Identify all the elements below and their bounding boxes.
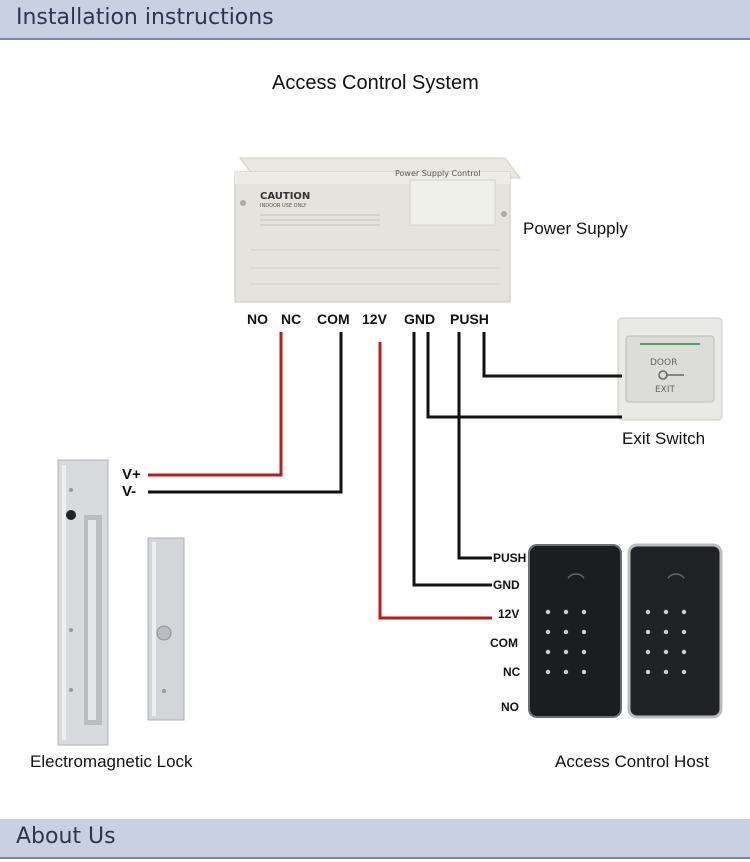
wires xyxy=(148,332,622,620)
keypad-key xyxy=(681,609,687,615)
psu-box-title: Power Supply Control xyxy=(395,169,480,178)
footer-bar: About Us xyxy=(0,819,750,859)
keypad-key xyxy=(663,609,669,615)
keypad-key xyxy=(563,629,569,635)
keypad-key xyxy=(563,609,569,615)
terminal-gnd: GND xyxy=(404,311,436,327)
host-terminal-gnd: GND xyxy=(493,578,520,592)
label-electromagnetic-lock: Electromagnetic Lock xyxy=(30,752,193,771)
keypad-key xyxy=(545,629,551,635)
label-access-control-host: Access Control Host xyxy=(555,752,709,771)
footer-title: About Us xyxy=(16,824,116,849)
wire-nc-to-vplus xyxy=(148,332,283,477)
wire-push-to-exit xyxy=(482,332,622,378)
keypad-key xyxy=(581,629,587,635)
terminal-push: PUSH xyxy=(450,311,489,327)
keypad-key xyxy=(563,649,569,655)
keypad-key xyxy=(545,669,551,675)
label-power-supply: Power Supply xyxy=(523,219,628,238)
wire-gnd-to-host xyxy=(412,332,492,587)
header-title: Installation instructions xyxy=(16,5,274,30)
access-control-host-device xyxy=(528,543,723,719)
header-bar: Installation instructions xyxy=(0,0,750,40)
keypad-key xyxy=(681,629,687,635)
host-terminal-push: PUSH xyxy=(493,551,527,565)
exit-exit-text: EXIT xyxy=(655,385,676,395)
keypad-key xyxy=(581,609,587,615)
keypad-key xyxy=(645,629,651,635)
keypad-key xyxy=(645,609,651,615)
wire-com-to-vminus xyxy=(148,332,343,494)
exit-door-text: DOOR xyxy=(650,358,677,368)
keypad-key xyxy=(581,649,587,655)
wire-push-to-host xyxy=(457,332,492,560)
terminal-no: NO xyxy=(247,311,268,327)
power-supply-unit: Power Supply Control CAUTION INDOOR USE … xyxy=(234,157,521,303)
terminal-com: COM xyxy=(317,311,350,327)
host-terminal-12v: 12V xyxy=(498,607,520,621)
keypad-key xyxy=(563,669,569,675)
label-v-plus: V+ xyxy=(122,466,141,483)
psu-caution: CAUTION xyxy=(260,191,310,202)
keypad-key xyxy=(581,669,587,675)
keypad-key xyxy=(545,609,551,615)
keypad-key xyxy=(663,629,669,635)
diagram-title: Access Control System xyxy=(272,72,479,94)
psu-caution-sub: INDOOR USE ONLY xyxy=(260,203,307,209)
label-exit-switch: Exit Switch xyxy=(622,429,706,448)
wire-gnd-to-exit xyxy=(426,332,622,419)
host-terminal-com: COM xyxy=(490,636,518,650)
keypad-key xyxy=(645,649,651,655)
keypad-key xyxy=(663,649,669,655)
electromagnetic-lock-device xyxy=(57,459,185,746)
keypad-key xyxy=(681,649,687,655)
keypad-key xyxy=(681,669,687,675)
host-terminal-no: NO xyxy=(501,700,519,714)
terminal-12v: 12V xyxy=(362,311,387,327)
keypad-key xyxy=(645,669,651,675)
terminal-nc: NC xyxy=(281,311,302,327)
keypad-key xyxy=(663,669,669,675)
exit-switch-device: DOOR EXIT xyxy=(617,317,723,421)
keypad-key xyxy=(545,649,551,655)
wire-12v-to-host xyxy=(378,342,492,620)
host-terminal-nc: NC xyxy=(503,665,521,679)
label-v-minus: V- xyxy=(122,483,137,500)
